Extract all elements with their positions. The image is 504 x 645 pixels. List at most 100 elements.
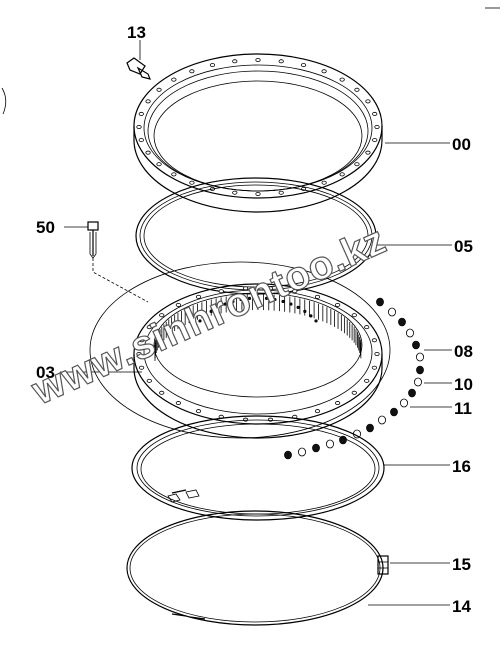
label-05: 05 <box>454 237 473 256</box>
edge-fragment <box>1 87 7 115</box>
grease-dot <box>256 296 260 300</box>
ball-or-spacer <box>297 447 306 457</box>
ball-or-spacer <box>376 297 384 307</box>
bolt-hole <box>171 172 177 177</box>
bolt-hole <box>365 150 371 155</box>
bolt-hole <box>292 289 298 294</box>
ball-or-spacer <box>412 340 420 350</box>
bolt-hole <box>242 286 249 291</box>
bolt-hole <box>159 313 165 318</box>
bolt-hole <box>267 286 274 291</box>
ball-or-spacer <box>387 307 396 317</box>
grease-dot <box>264 296 269 300</box>
bolt-hole <box>138 111 144 116</box>
grease-dot <box>239 297 243 302</box>
watermark-text: www.sinhrontoo.kz <box>25 218 393 414</box>
assembly-outline <box>89 261 391 439</box>
grease-dot <box>296 305 300 310</box>
bolt-hole <box>156 87 162 92</box>
bolt-hole <box>189 69 195 74</box>
bolt-hole <box>364 325 370 330</box>
bolt-hole <box>136 351 142 356</box>
bolt-hole <box>175 401 181 406</box>
label-03: 03 <box>36 363 55 382</box>
bolt-hole <box>314 294 321 299</box>
seal-ring-05 <box>135 177 377 295</box>
bolt-hole <box>195 409 202 414</box>
bolt-hole <box>278 59 284 64</box>
plug-15 <box>377 555 389 575</box>
bolt-hole <box>232 190 238 195</box>
grease-dot <box>203 314 207 318</box>
bolt-hole <box>372 111 378 116</box>
grease-dot <box>281 299 285 304</box>
bolt-hole <box>195 294 202 299</box>
balls-chain <box>284 297 424 460</box>
grease-dot <box>194 324 198 328</box>
bolt-hole <box>255 191 261 196</box>
grease-dot <box>223 302 227 306</box>
grease-fitting-13 <box>126 40 151 80</box>
bolt-hole <box>159 390 165 395</box>
label-11: 11 <box>454 399 472 418</box>
bolt-hole <box>364 378 370 383</box>
label-08: 08 <box>454 342 473 361</box>
bolt-hole <box>156 162 162 167</box>
ball-or-spacer <box>366 423 374 433</box>
bolt-hole <box>145 99 151 104</box>
ball-or-spacer <box>399 398 408 408</box>
bolt-hole <box>175 302 181 307</box>
label-00: 00 <box>452 135 471 154</box>
ball-or-spacer <box>416 365 424 375</box>
bolt-hole <box>278 190 284 195</box>
bolt-hole <box>339 172 345 177</box>
bolt-hole <box>300 63 307 68</box>
bolt-hole <box>136 125 142 130</box>
label-50: 50 <box>36 218 55 237</box>
bolt-hole <box>371 338 377 343</box>
ball-or-spacer <box>415 352 424 362</box>
bolt-hole <box>267 417 274 422</box>
bolt-hole <box>374 351 380 356</box>
grease-dot <box>231 299 235 304</box>
grease-dot <box>247 296 252 300</box>
bolt-hole <box>242 417 249 422</box>
ball-or-spacer <box>325 439 334 449</box>
bolt-hole <box>171 77 177 82</box>
bolt-hole <box>339 77 345 82</box>
seal-16 <box>131 415 385 521</box>
label-15: 15 <box>452 555 471 574</box>
bolt-hole <box>255 58 261 63</box>
label-14: 14 <box>452 597 471 616</box>
bolt-hole <box>321 69 327 74</box>
bolt-hole <box>314 409 321 414</box>
bolt-hole <box>351 313 357 318</box>
bolt-hole <box>146 378 152 383</box>
grease-dot <box>289 302 293 306</box>
bolt-hole <box>354 87 360 92</box>
label-16: 16 <box>452 457 471 476</box>
bolt-hole <box>335 401 341 406</box>
bolt-hole <box>139 338 145 343</box>
outer-ring-00 <box>133 53 383 213</box>
bolt-hole <box>321 180 327 185</box>
bolt-hole <box>335 302 341 307</box>
bolt-hole <box>365 99 371 104</box>
bolt-50 <box>87 221 149 303</box>
label-13: 13 <box>127 23 146 42</box>
grease-dot <box>216 305 220 310</box>
grease-dot <box>198 319 202 323</box>
grease-dot <box>309 314 313 318</box>
bolt-hole <box>146 325 152 330</box>
ball-or-spacer <box>408 388 416 398</box>
ball-or-spacer <box>405 328 414 338</box>
bolt-hole <box>351 390 357 395</box>
grease-dot <box>303 309 307 313</box>
bolt-hole <box>209 63 216 68</box>
grease-dot <box>209 309 213 313</box>
label-10: 10 <box>454 375 473 394</box>
grease-dot <box>314 319 318 323</box>
wire-ring-14 <box>126 489 384 626</box>
